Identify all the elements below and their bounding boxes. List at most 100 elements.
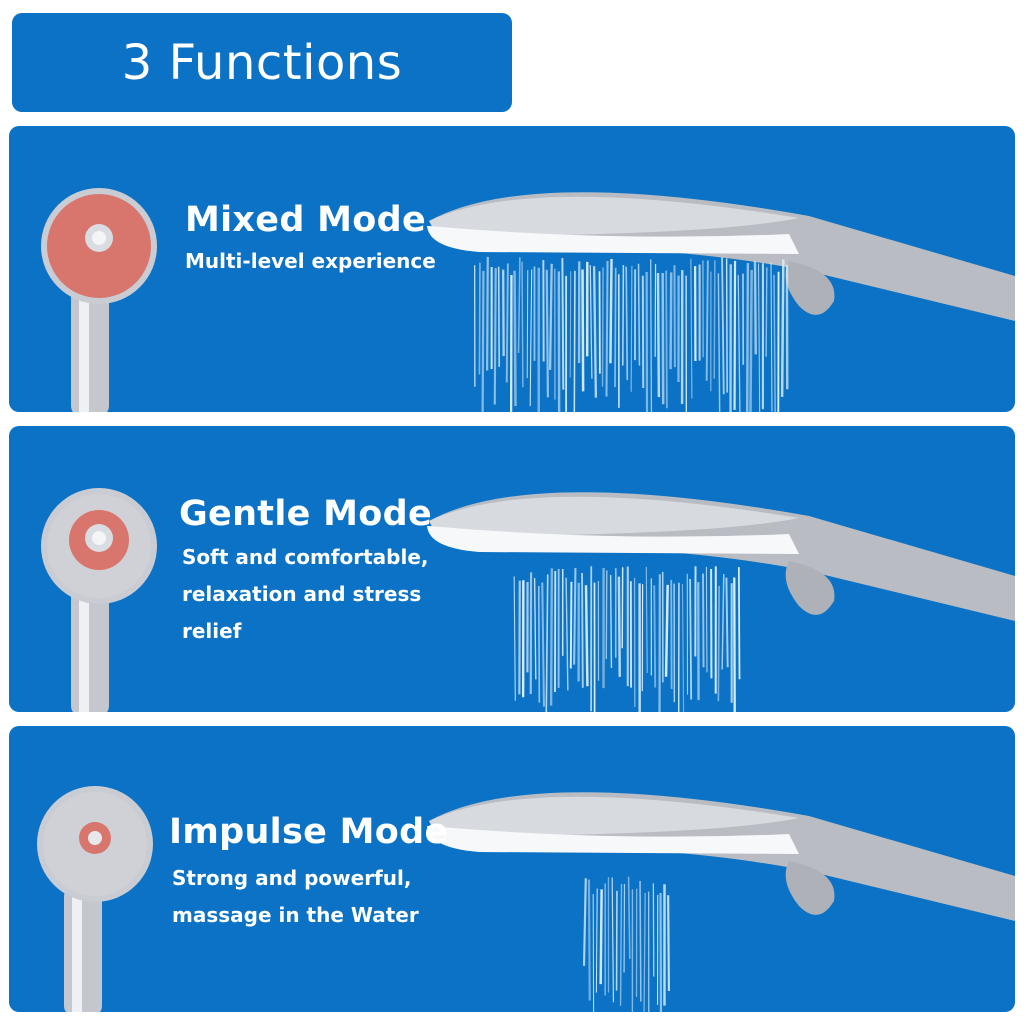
water-streak bbox=[599, 889, 603, 985]
water-streak bbox=[533, 578, 537, 680]
page-title: 3 Functions bbox=[121, 34, 403, 91]
water-streak bbox=[537, 585, 541, 703]
water-streak bbox=[545, 574, 549, 712]
water-streak bbox=[713, 260, 716, 379]
water-streak bbox=[569, 581, 573, 669]
water-streak bbox=[481, 270, 485, 412]
gentle-mode-illustration bbox=[41, 488, 1015, 712]
mode-desc-line: Multi-level experience bbox=[185, 249, 436, 273]
water-streak bbox=[645, 566, 648, 673]
mode-title: Mixed Mode bbox=[185, 200, 427, 240]
water-spray bbox=[513, 566, 741, 712]
water-streak bbox=[717, 585, 720, 702]
water-streak bbox=[581, 573, 584, 688]
water-streak bbox=[667, 895, 671, 992]
water-streak bbox=[587, 879, 591, 1001]
side-showerhead bbox=[427, 492, 1015, 621]
mode-panel-mixed: Mixed Mode Multi-level experience bbox=[9, 126, 1015, 412]
water-spray bbox=[474, 256, 789, 412]
water-streak bbox=[665, 270, 668, 409]
water-streak bbox=[705, 566, 708, 673]
mode-panel-impulse: Impulse Mode Strong and powerful, massag… bbox=[9, 726, 1015, 1012]
mixed-mode-illustration bbox=[41, 188, 1015, 412]
impulse-mode-illustration bbox=[37, 786, 1015, 1012]
mode-desc-line: Soft and comfortable, bbox=[182, 545, 429, 569]
water-streak bbox=[513, 270, 517, 406]
water-streak bbox=[650, 259, 653, 412]
water-streak bbox=[521, 261, 524, 388]
water-streak bbox=[625, 266, 629, 381]
water-streak bbox=[605, 261, 609, 397]
water-streak bbox=[493, 268, 497, 405]
front-showerhead-icon bbox=[37, 786, 153, 1012]
water-streak bbox=[702, 573, 705, 668]
mode-desc-line: relaxation and stress bbox=[182, 582, 422, 606]
water-streak bbox=[595, 888, 598, 993]
water-streak bbox=[630, 265, 633, 392]
water-streak bbox=[619, 884, 623, 1006]
water-streak bbox=[745, 263, 750, 412]
water-streak bbox=[541, 582, 545, 707]
water-streak bbox=[584, 585, 589, 687]
front-showerhead-icon bbox=[41, 488, 157, 712]
water-streak bbox=[681, 583, 685, 712]
water-streak bbox=[589, 265, 593, 379]
water-streak bbox=[582, 878, 587, 966]
front-showerhead-icon bbox=[41, 188, 157, 412]
heading-banner: 3 Functions bbox=[12, 13, 512, 112]
water-streak bbox=[664, 584, 669, 677]
side-showerhead bbox=[427, 792, 1015, 921]
water-streak bbox=[717, 273, 721, 412]
water-streak bbox=[725, 577, 729, 668]
water-streak bbox=[609, 258, 613, 364]
water-streak bbox=[689, 578, 693, 700]
water-streak bbox=[721, 574, 725, 670]
water-streak bbox=[705, 260, 709, 381]
water-streak bbox=[614, 267, 617, 388]
water-streak bbox=[581, 269, 585, 392]
water-streak bbox=[517, 257, 521, 353]
water-streak bbox=[565, 577, 569, 691]
water-streak bbox=[548, 263, 553, 370]
water-streak bbox=[573, 270, 576, 412]
water-streak bbox=[725, 258, 728, 393]
water-streak bbox=[780, 259, 785, 397]
water-streak bbox=[656, 273, 661, 398]
water-streak bbox=[757, 263, 761, 412]
water-streak bbox=[592, 266, 598, 398]
water-spray bbox=[582, 876, 671, 1012]
water-streak bbox=[505, 263, 509, 383]
water-streak bbox=[721, 257, 725, 395]
mode-title: Gentle Mode bbox=[179, 494, 432, 534]
water-streak bbox=[497, 266, 500, 367]
water-streak bbox=[653, 585, 657, 688]
water-streak bbox=[545, 269, 549, 398]
water-streak bbox=[661, 273, 665, 405]
water-streak bbox=[773, 274, 776, 412]
mode-desc-line: relief bbox=[182, 619, 242, 643]
water-streak bbox=[605, 570, 608, 660]
water-streak bbox=[478, 262, 481, 375]
water-streak bbox=[513, 576, 516, 701]
mode-title: Impulse Mode bbox=[169, 812, 449, 852]
water-streak bbox=[609, 574, 613, 669]
water-streak bbox=[669, 272, 673, 370]
water-streak bbox=[611, 877, 615, 1003]
water-streak bbox=[737, 567, 741, 680]
water-streak bbox=[573, 567, 577, 665]
water-streak bbox=[765, 267, 768, 357]
water-streak bbox=[622, 264, 625, 366]
water-streak bbox=[526, 270, 529, 379]
water-streak bbox=[753, 261, 757, 355]
water-streak bbox=[637, 263, 641, 366]
water-streak bbox=[639, 880, 642, 1002]
mode-desc-line: Strong and powerful, bbox=[172, 866, 412, 890]
water-streak bbox=[561, 258, 565, 390]
mode-panel-gentle: Gentle Mode Soft and comfortable, relaxa… bbox=[9, 426, 1015, 712]
water-streak bbox=[643, 893, 646, 1012]
water-streak bbox=[569, 271, 572, 378]
side-showerhead bbox=[427, 192, 1015, 321]
water-streak bbox=[770, 262, 773, 412]
water-streak bbox=[737, 275, 741, 412]
water-streak bbox=[549, 568, 554, 706]
